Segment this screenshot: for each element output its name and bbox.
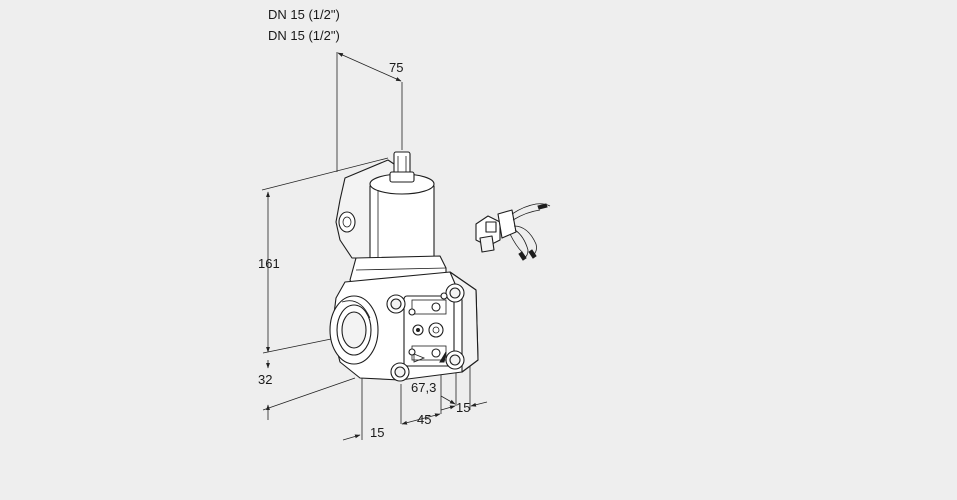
dimension-67-3-label: 67,3 xyxy=(411,380,436,395)
valve-assembly xyxy=(329,151,479,382)
dn-label-2: DN 15 (1/2") xyxy=(268,28,340,43)
dn-label-1: DN 15 (1/2") xyxy=(268,7,340,22)
dimension-15-bottom-label: 15 xyxy=(370,425,384,440)
dimension-161-label: 161 xyxy=(258,256,280,271)
dimension-32-label: 32 xyxy=(258,372,272,387)
bolt-top-left xyxy=(386,294,406,314)
dimension-15-right-label: 15 xyxy=(456,400,470,415)
plug-connector-icon xyxy=(475,203,551,261)
dimension-lines xyxy=(261,52,488,441)
bolt-top-right xyxy=(445,283,465,303)
bolt-bottom-left xyxy=(390,362,410,382)
dimension-75-label: 75 xyxy=(389,60,403,75)
bolt-bottom-right xyxy=(445,350,465,370)
